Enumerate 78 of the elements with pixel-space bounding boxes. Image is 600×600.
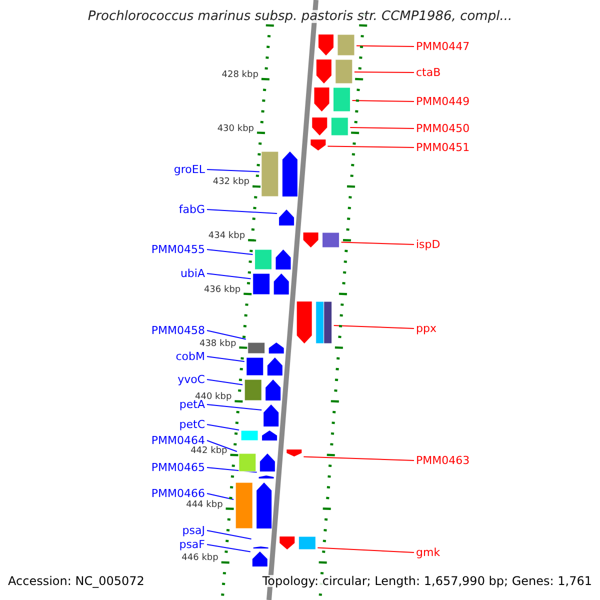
gene-feature [261, 151, 298, 197]
leader-line [356, 45, 414, 47]
gene-label: ispD [416, 239, 440, 250]
leader-line [206, 544, 251, 552]
gene-feature [238, 453, 275, 472]
scale-label: 430 kbp [217, 124, 254, 134]
scale-label: 442 kbp [190, 446, 228, 456]
gene-feature [279, 210, 294, 226]
gene-feature [252, 273, 289, 295]
leader-line [206, 169, 260, 172]
leader-line [327, 146, 414, 148]
scale-label: 436 kbp [204, 286, 241, 295]
gene-label: cobM [176, 351, 205, 362]
leader-line [206, 379, 244, 386]
leader-line [206, 440, 238, 452]
scale-label: 446 kbp [182, 554, 218, 564]
leader-line [340, 242, 414, 245]
gene-label: gmk [416, 547, 440, 558]
gene-label: fabG [178, 204, 205, 215]
gene-label: PMM0449 [416, 96, 470, 107]
leader-line [206, 424, 240, 430]
leader-line [206, 356, 245, 362]
gene-feature [235, 482, 272, 529]
scale-label: 428 kbp [222, 71, 258, 80]
gene-feature [296, 301, 332, 344]
gene-label: petA [179, 399, 205, 410]
gene-label: PMM0466 [151, 488, 205, 499]
gene-label: PMM0463 [416, 455, 470, 466]
gene-label: petC [179, 419, 205, 430]
scale-label: 434 kbp [208, 232, 246, 242]
gene-feature [240, 430, 278, 441]
gene-feature [316, 59, 353, 84]
leader-line [206, 493, 234, 500]
gene-label: PMM0450 [416, 123, 470, 134]
gene-feature [314, 87, 350, 112]
gene-feature [318, 34, 355, 56]
gene-label: PMM0464 [151, 435, 205, 446]
leader-line [206, 330, 246, 340]
gene-feature [254, 249, 291, 270]
gene-label: PMM0458 [151, 325, 205, 336]
gene-feature [258, 476, 274, 478]
scale-label: 438 kbp [199, 340, 236, 348]
gene-label: PMM0455 [151, 244, 205, 255]
gene-label: PMM0447 [416, 41, 470, 52]
gene-feature [286, 450, 302, 456]
leader-line [206, 209, 278, 214]
gene-label: PMM0465 [151, 462, 205, 473]
gene-feature [310, 140, 326, 150]
gene-label: PMM0451 [416, 142, 470, 153]
leader-line [206, 404, 262, 410]
scale-label: 432 kbp [212, 178, 250, 188]
leader-line [354, 72, 414, 73]
gene-label: yvoC [178, 374, 205, 385]
gene-label: psaF [179, 539, 205, 550]
scale-label: 444 kbp [186, 500, 223, 510]
leader-line [206, 273, 252, 280]
gene-feature [280, 536, 316, 550]
gene-label: ubiA [180, 268, 205, 279]
gene-feature [246, 357, 282, 376]
gene-feature [248, 342, 284, 354]
gene-feature [244, 379, 281, 401]
gene-feature [312, 117, 348, 136]
gene-label: groEL [174, 164, 205, 175]
leader-line [206, 530, 252, 540]
genome-info-text: Topology: circular; Length: 1,657,990 bp; Genes: 1,761 [262, 575, 592, 587]
gene-label: psaJ [182, 525, 205, 536]
leader-line [317, 547, 414, 553]
gene-feature [264, 404, 279, 426]
leader-line [206, 249, 254, 255]
leader-line [303, 456, 414, 461]
gene-label: ctaB [416, 67, 441, 78]
gene-feature [252, 552, 268, 566]
leader-line [350, 127, 414, 129]
accession-text: Accession: NC_005072 [8, 575, 144, 587]
leader-line [352, 100, 414, 102]
leader-line [333, 325, 414, 329]
gene-feature [303, 232, 340, 248]
gene-label: ppx [416, 323, 436, 334]
